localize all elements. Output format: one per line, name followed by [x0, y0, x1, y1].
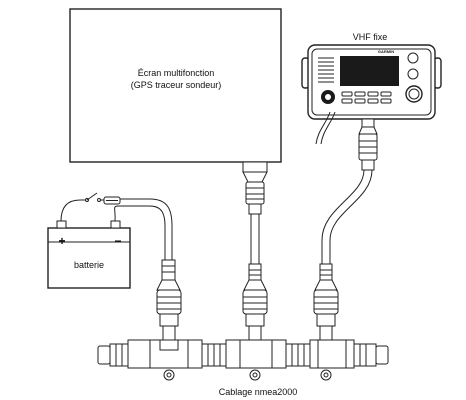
battery-label: batterie [74, 260, 104, 270]
vhf-speaker-grill [318, 57, 334, 83]
vhf-label: VHF fixe [353, 32, 388, 42]
right-terminator [375, 345, 389, 365]
vhf-channel-knob [405, 85, 423, 103]
backbone-tee-3 [309, 339, 355, 369]
vhf-knob-upper [407, 52, 419, 64]
battery: + − batterie [47, 220, 131, 289]
vhf-drop-cable [319, 118, 378, 281]
vhf-button-row [341, 91, 392, 104]
battery-minus-terminal: − [114, 234, 121, 248]
backbone-caption: Cablage nmea2000 [219, 387, 298, 397]
mfd-label-line2: (GPS traceur sondeur) [131, 80, 222, 90]
vhf-brand: GARMIN [378, 49, 394, 54]
vhf-radio: VHF fixe GARMIN [301, 32, 442, 145]
switch-lever [86, 192, 98, 201]
power-tee-connector [156, 279, 182, 341]
battery-plus-terminal: + [58, 234, 65, 248]
left-terminator [97, 345, 111, 365]
mfd-label-line1: Écran multifonction [138, 68, 215, 78]
vhf-screen [340, 56, 399, 86]
backbone-tee-2 [225, 339, 287, 369]
mfd-tee-connector [242, 279, 268, 341]
multifunction-display: Écran multifonction (GPS traceur sondeur… [69, 8, 282, 163]
nmea2000-backbone [97, 339, 389, 381]
vhf-knob-middle [407, 68, 419, 80]
mfd-drop-cable [242, 161, 268, 281]
vhf-tee-connector [313, 279, 339, 341]
